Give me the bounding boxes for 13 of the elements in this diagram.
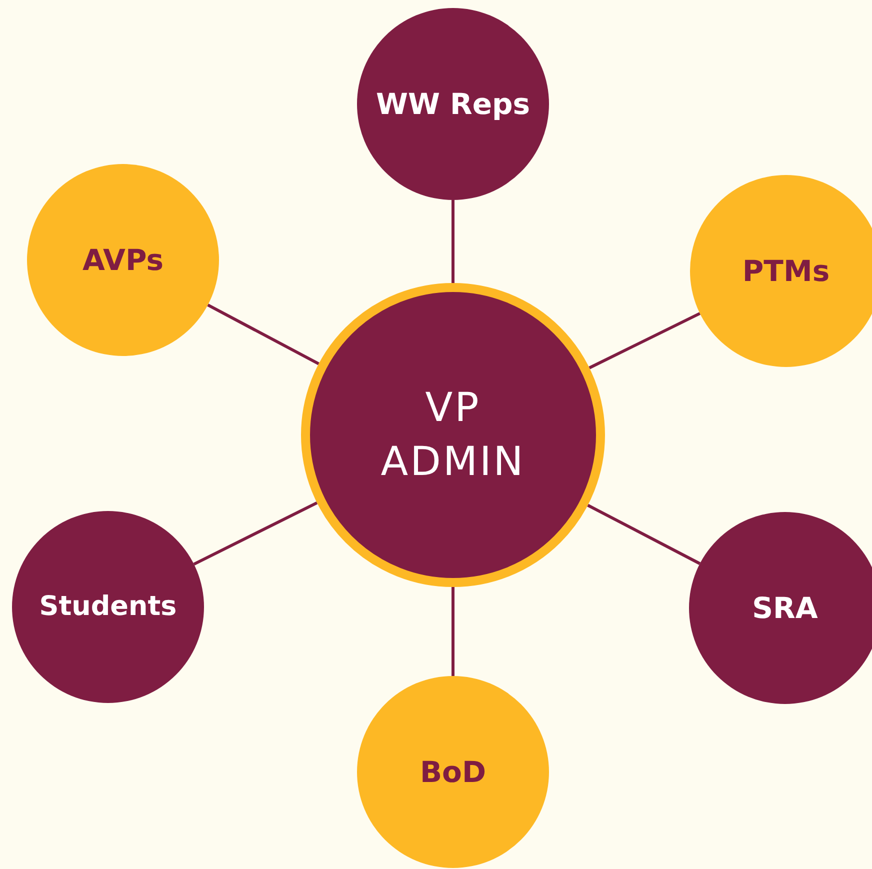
node-label: AVPs: [82, 242, 164, 278]
connector-line: [207, 304, 320, 366]
node-label: WW Reps: [376, 86, 530, 122]
node-label: Students: [39, 590, 177, 624]
connector-line: [193, 501, 318, 566]
connector-line: [452, 587, 454, 676]
node-label: VP ADMIN: [380, 384, 526, 487]
connector-line: [587, 504, 701, 565]
connector-line: [588, 312, 701, 370]
connector-line: [452, 200, 454, 283]
node-label: SRA: [752, 590, 818, 626]
node-label: PTMs: [742, 254, 830, 288]
node-label: BoD: [420, 754, 486, 790]
